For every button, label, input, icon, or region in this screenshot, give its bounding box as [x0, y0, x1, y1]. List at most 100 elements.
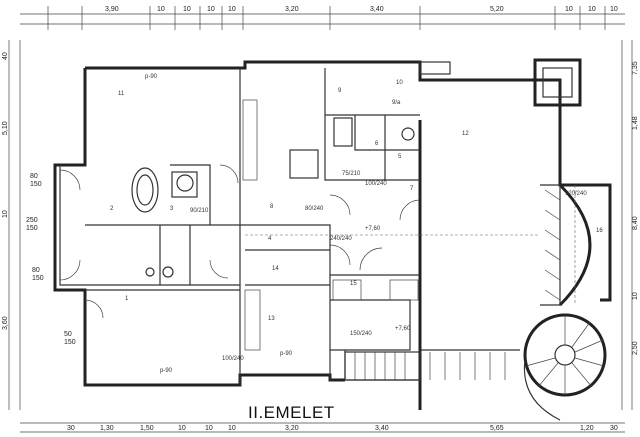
right-dim-5: 7,35: [632, 61, 639, 75]
shower: [171, 171, 198, 198]
right-dimension-line: 1,48 8,40 2,50 10 7,35: [621, 40, 639, 410]
room-labels: 11 9 9/a 10 12 7 8 6 5 4 3 2 1 14 13 15 …: [110, 80, 603, 322]
room-number-9: 9: [338, 88, 342, 94]
door-label-3: 75/210: [342, 171, 361, 177]
bottom-dim-2: 1,30: [100, 425, 114, 432]
bottom-dim-6: 10: [228, 425, 236, 432]
top-dim-10: 10: [588, 6, 596, 13]
top-dim-1: 3,90: [105, 6, 119, 13]
bottom-dim-1: 30: [67, 425, 75, 432]
left-dim-11: 50: [64, 331, 72, 338]
door-label-7: 240/240: [330, 236, 352, 242]
door-arc-4: [209, 259, 229, 279]
door-arc-3: [329, 244, 351, 266]
right-dim-1: 1,48: [632, 116, 639, 130]
room-number-15: 15: [350, 281, 357, 287]
door-arc-6: [59, 259, 81, 281]
top-dim-6: 3,20: [285, 6, 299, 13]
door-label-6: 120/240: [565, 191, 587, 197]
door-label-8: p-90: [160, 368, 173, 374]
room-number-10: 10: [396, 80, 403, 86]
bottom-dim-10: 1,20: [580, 425, 594, 432]
straight-staircase: [344, 351, 506, 381]
bottom-dim-4: 10: [178, 425, 186, 432]
spiral-staircase: [523, 313, 607, 421]
left-dimension-line: 5,10 40 3,60 10 80 150 250 150 80 150 50…: [2, 40, 76, 410]
room-number-12: 12: [462, 131, 469, 137]
bottom-dim-9: 5,65: [490, 425, 504, 432]
bathtub-inner: [136, 174, 154, 206]
door-arc-7: [84, 299, 104, 319]
room-number-16: 16: [596, 228, 603, 234]
door-arc-1: [329, 194, 351, 216]
room-number-9a: 9/a: [392, 100, 401, 106]
door-labels: p-90 90/210 75/210 80/240 100/240 120/24…: [145, 74, 587, 374]
room-number-14: 14: [272, 266, 279, 272]
left-dim-6: 150: [30, 181, 42, 188]
right-dim-4: 10: [632, 292, 639, 300]
left-dim-8: 150: [26, 225, 38, 232]
top-dimension-line: 3,90 10 10 10 10 3,20 3,40 5,20 10 10 10: [20, 6, 625, 30]
small-sink-2: [145, 267, 155, 277]
window-bay: [544, 185, 576, 305]
room-number-1: 1: [125, 296, 129, 302]
room-number-2: 2: [110, 206, 114, 212]
bathtub: [131, 167, 159, 213]
kitchen-counter: [242, 99, 258, 181]
room-number-11: 11: [118, 91, 125, 97]
door-label-11: 150/240: [350, 331, 372, 337]
left-dim-7: 250: [26, 217, 38, 224]
door-label-10: 100/240: [222, 356, 244, 362]
left-dim-2: 40: [2, 52, 9, 60]
top-dim-5: 10: [228, 6, 236, 13]
left-dim-3: 3,60: [2, 316, 9, 330]
room-number-13: 13: [268, 316, 275, 322]
room-number-3: 3: [170, 206, 174, 212]
top-dim-2: 10: [157, 6, 165, 13]
left-dim-9: 80: [32, 267, 40, 274]
storage-2: [389, 279, 419, 301]
level-marks: +7,60 +7,60: [365, 226, 411, 332]
left-dim-4: 10: [2, 210, 9, 218]
wc-bowl: [401, 127, 415, 141]
top-dim-3: 10: [183, 6, 191, 13]
room-number-4: 4: [268, 236, 272, 242]
doors: [59, 164, 421, 319]
room-number-8: 8: [270, 204, 274, 210]
door-arc-9: [359, 247, 383, 271]
door-label-5: 100/240: [365, 181, 387, 187]
fixtures: [131, 99, 419, 351]
bottom-dim-5: 10: [205, 425, 213, 432]
left-dim-5: 80: [30, 173, 38, 180]
right-dim-3: 2,50: [632, 341, 639, 355]
left-dim-10: 150: [32, 275, 44, 282]
door-arc-2: [399, 199, 421, 221]
bottom-dim-3: 1,50: [140, 425, 154, 432]
storage: [332, 279, 362, 301]
door-label-4: 80/240: [305, 206, 324, 212]
door-label-9: p-90: [280, 351, 293, 357]
dining-table: [289, 149, 319, 179]
door-label-2: 90/210: [190, 208, 209, 214]
room-number-6: 6: [375, 141, 379, 147]
small-sink: [162, 266, 174, 278]
room-number-7: 7: [410, 186, 414, 192]
level-mark-1: +7,60: [365, 226, 381, 232]
top-dim-8: 5,20: [490, 6, 504, 13]
toilet-cabinet: [333, 117, 353, 147]
bottom-dim-8: 3,40: [375, 425, 389, 432]
wardrobe: [244, 289, 261, 351]
top-dim-9: 10: [565, 6, 573, 13]
interior-walls: [59, 68, 561, 385]
bottom-dimension-line: 30 1,30 1,50 10 10 10 3,20 3,40 5,65 1,2…: [20, 422, 625, 433]
left-dim-12: 150: [64, 339, 76, 346]
bottom-dim-7: 3,20: [285, 425, 299, 432]
top-dim-4: 10: [207, 6, 215, 13]
left-dim-1: 5,10: [2, 121, 9, 135]
door-arc-8: [219, 164, 239, 184]
sink: [176, 174, 194, 192]
door-label-1: p-90: [145, 74, 158, 80]
room-number-5: 5: [398, 154, 402, 160]
door-arc-5: [59, 169, 81, 191]
